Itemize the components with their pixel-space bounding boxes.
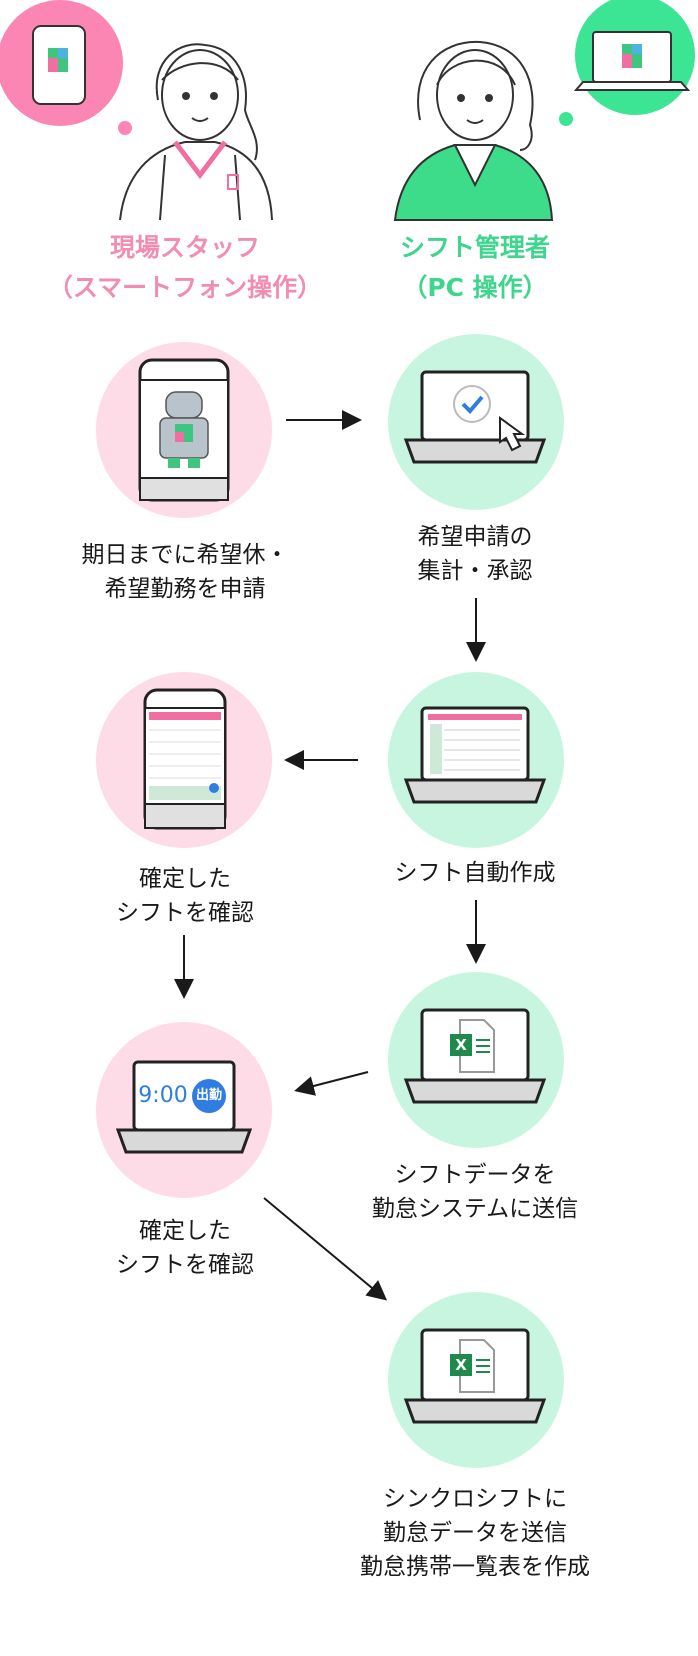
staff-thought-bubble	[0, 0, 132, 135]
excel-letter-1: X	[455, 1036, 467, 1054]
laptop-check-icon	[403, 370, 547, 464]
flow-arrows	[174, 410, 486, 1301]
staff-role-subtitle: （スマートフォン操作）	[47, 273, 323, 302]
staff-avatar	[119, 43, 273, 221]
admin-role-title: シフト管理者	[399, 233, 550, 262]
admin-role-subtitle: （PC 操作）	[402, 273, 548, 302]
phone-robot-icon	[138, 358, 230, 502]
step-5-label: シフトデータを 勤怠システムに送信	[371, 1162, 579, 1222]
staff-role-title: 現場スタッフ	[109, 233, 260, 262]
step-7-label: シンクロシフトに 勤怠データを送信 勤怠携帯一覧表を作成	[360, 1486, 590, 1580]
laptop-clock-icon	[115, 1060, 253, 1154]
clock-time: 9:00	[138, 1083, 188, 1108]
step-3-label: シフト自動作成	[394, 860, 556, 886]
laptop-calendar-icon	[403, 706, 547, 804]
admin-avatar	[393, 40, 554, 221]
step-2-label: 希望申請の 集計・承認	[417, 524, 533, 584]
staff-role-label: 現場スタッフ （スマートフォン操作）	[30, 228, 340, 308]
step-1-label: 期日までに希望休・ 希望勤務を申請	[81, 542, 289, 602]
step-4-label: 確定した シフトを確認	[116, 866, 254, 926]
admin-thought-bubble	[559, 0, 695, 126]
step-6-label: 確定した シフトを確認	[116, 1218, 254, 1278]
laptop-excel-icon-final	[403, 1328, 547, 1424]
phone-calendar-icon	[143, 688, 227, 830]
laptop-excel-icon	[403, 1008, 547, 1104]
excel-letter-2: X	[455, 1356, 467, 1374]
clock-in-badge: 出勤	[195, 1088, 222, 1103]
admin-role-label: シフト管理者 （PC 操作）	[350, 228, 600, 308]
